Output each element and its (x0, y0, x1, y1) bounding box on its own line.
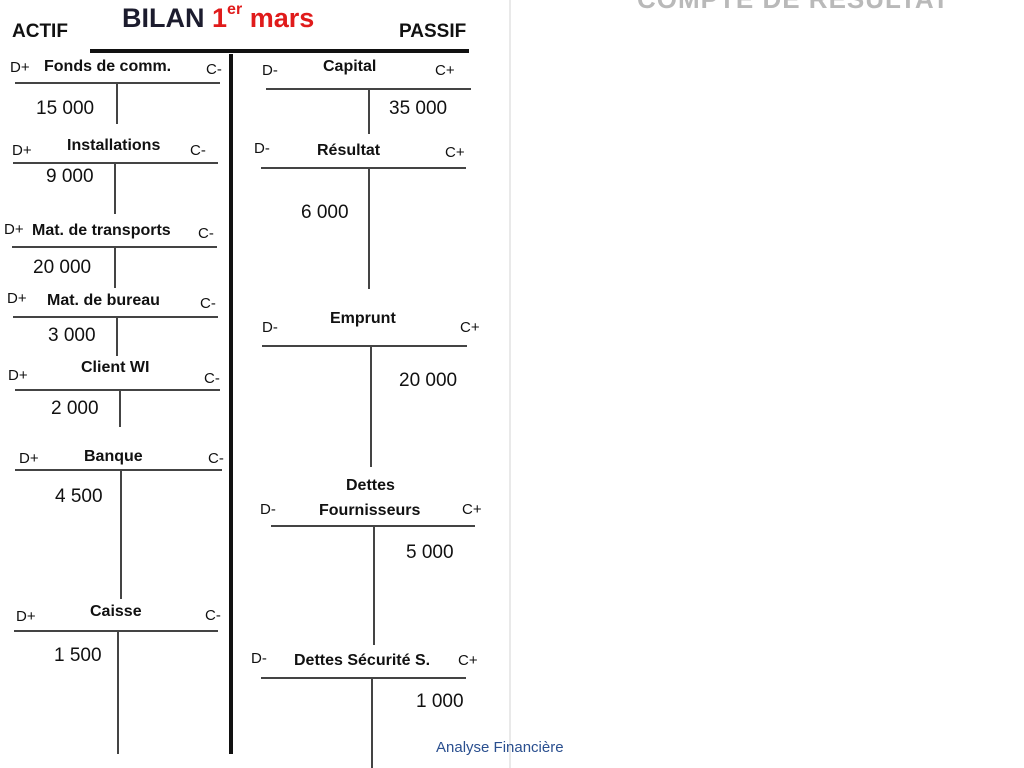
t-account-crossbar (14, 630, 218, 632)
debit-sign: D+ (19, 450, 39, 467)
account-title: Mat. de bureau (47, 292, 160, 309)
account-title: Client WI (81, 359, 150, 376)
credit-amount: 20 000 (399, 370, 458, 391)
debit-sign: D+ (8, 367, 28, 384)
account-title: Installations (67, 137, 161, 154)
debit-amount: 2 000 (51, 398, 99, 419)
credit-sign: C- (200, 295, 216, 312)
t-account-stem (370, 345, 372, 467)
credit-sign: C- (206, 61, 222, 78)
title-prefix: BILAN (122, 3, 205, 33)
t-account-stem (114, 246, 116, 288)
debit-sign: D+ (4, 221, 24, 238)
ghost-title: COMPTE DE RESULTAT (637, 0, 950, 15)
account-title: Caisse (90, 603, 142, 620)
account-title: Mat. de transports (32, 222, 171, 239)
credit-sign: C+ (462, 501, 482, 518)
credit-sign: C- (190, 142, 206, 159)
account-title-line1: Dettes (346, 477, 395, 494)
t-account-stem (116, 316, 118, 356)
debit-amount: 20 000 (33, 257, 92, 278)
t-account-stem (120, 469, 122, 599)
credit-sign: C- (198, 225, 214, 242)
debit-sign: D- (262, 62, 278, 79)
debit-sign: D+ (7, 290, 27, 307)
debit-sign: D- (262, 319, 278, 336)
t-account-stem (371, 677, 373, 768)
account-title-line2: Fournisseurs (319, 502, 421, 519)
debit-sign: D- (260, 501, 276, 518)
account-title: Fonds de comm. (44, 58, 172, 75)
debit-amount: 1 500 (54, 645, 102, 666)
debit-amount: 3 000 (48, 325, 96, 346)
t-account-crossbar (261, 677, 466, 679)
debit-amount: 15 000 (36, 98, 95, 119)
account-title: Résultat (317, 142, 381, 159)
debit-amount: 6 000 (301, 202, 349, 223)
credit-sign: C- (205, 607, 221, 624)
t-account-crossbar (261, 167, 466, 169)
page-title: BILAN 1er mars (122, 1, 315, 34)
t-account-stem (116, 82, 118, 124)
debit-sign: D- (251, 650, 267, 667)
t-account-crossbar (15, 389, 220, 391)
t-account-crossbar (15, 469, 222, 471)
footer-label: Analyse Financière (436, 739, 564, 756)
title-day: 1 (212, 3, 228, 33)
title-sup: er (227, 1, 243, 18)
debit-amount: 9 000 (46, 166, 94, 187)
passif-header: PASSIF (399, 21, 467, 42)
t-account-stem (373, 525, 375, 645)
title-date: 1er mars (212, 1, 315, 33)
header-rule (90, 49, 469, 53)
credit-sign: C- (208, 450, 224, 467)
credit-sign: C+ (435, 62, 455, 79)
account-title: Emprunt (330, 310, 396, 327)
slide-edge (509, 0, 511, 768)
debit-sign: D+ (10, 59, 30, 76)
debit-sign: D+ (12, 142, 32, 159)
credit-amount: 1 000 (416, 691, 464, 712)
credit-amount: 5 000 (406, 542, 454, 563)
credit-sign: C+ (460, 319, 480, 336)
credit-sign: C+ (445, 144, 465, 161)
t-account-crossbar (13, 316, 218, 318)
debit-amount: 4 500 (55, 486, 103, 507)
t-account-stem (114, 162, 116, 214)
debit-sign: D- (254, 140, 270, 157)
t-account-stem (368, 167, 370, 289)
credit-amount: 35 000 (389, 98, 448, 119)
credit-sign: C- (204, 370, 220, 387)
account-title: Dettes Sécurité S. (294, 652, 431, 669)
account-title: Capital (323, 58, 377, 75)
t-account-stem (117, 630, 119, 754)
debit-sign: D+ (16, 608, 36, 625)
actif-header: ACTIF (12, 21, 68, 42)
account-title: Banque (84, 448, 143, 465)
title-month: mars (249, 3, 315, 33)
t-account-stem (368, 88, 370, 134)
t-account-crossbar (262, 345, 467, 347)
center-divider (229, 54, 233, 754)
t-account-stem (119, 389, 121, 427)
credit-sign: C+ (458, 652, 478, 669)
